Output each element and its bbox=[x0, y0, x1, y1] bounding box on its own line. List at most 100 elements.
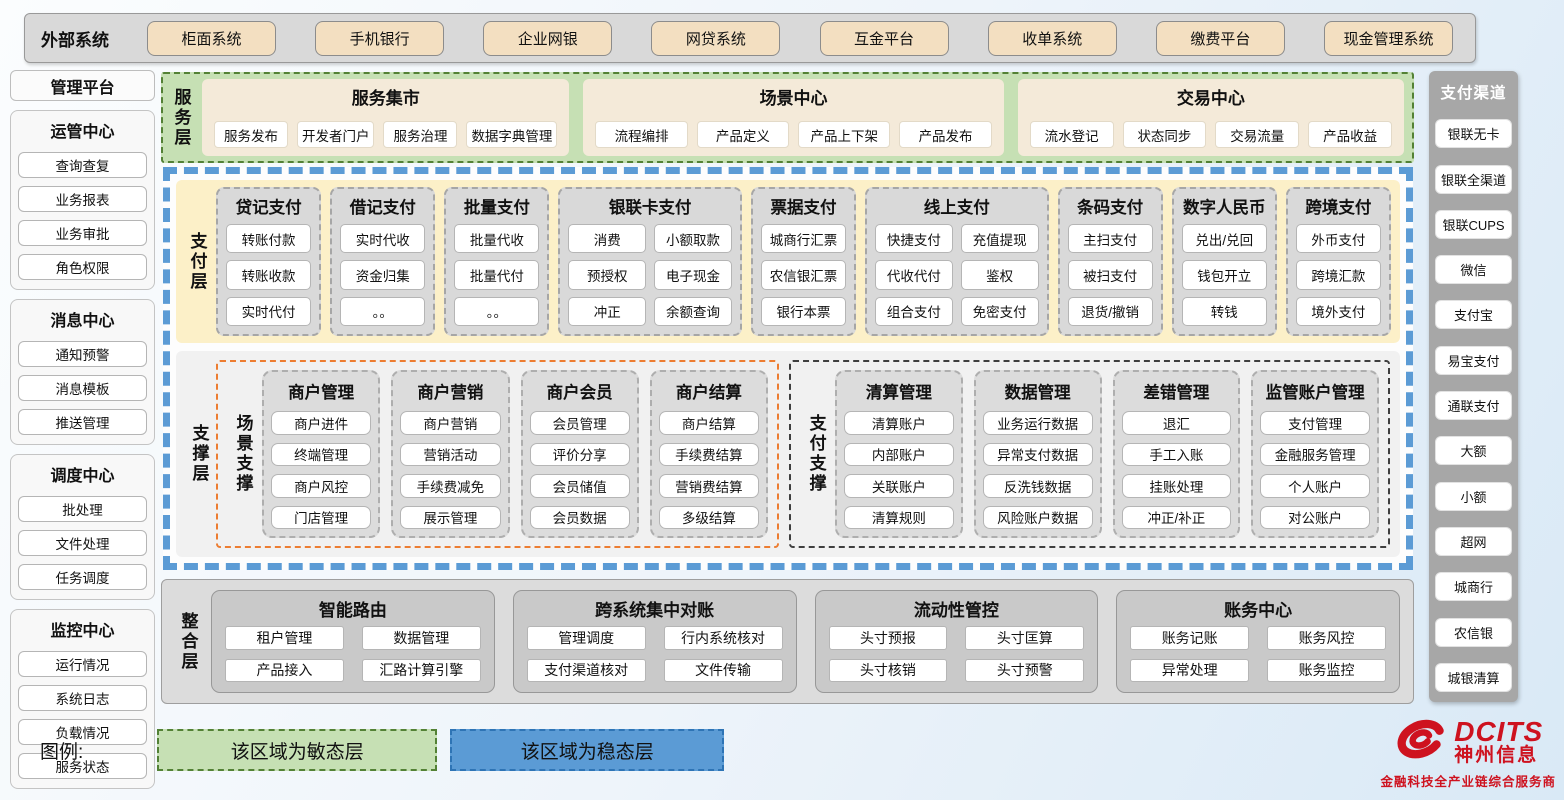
service-item-button[interactable]: 产品发布 bbox=[899, 121, 992, 148]
payment-item-button[interactable]: 退货/撤销 bbox=[1067, 296, 1153, 326]
management-item-button[interactable]: 业务报表 bbox=[18, 186, 147, 212]
support-item-button[interactable]: 退汇 bbox=[1121, 411, 1232, 435]
support-item-button[interactable]: 内部账户 bbox=[844, 442, 954, 466]
integration-item-button[interactable]: 数据管理 bbox=[361, 626, 481, 650]
payment-item-button[interactable]: 快捷支付 bbox=[875, 224, 953, 254]
payment-item-button[interactable]: 外币支付 bbox=[1295, 224, 1381, 254]
integration-item-button[interactable]: 账务风控 bbox=[1267, 626, 1386, 650]
integration-item-button[interactable]: 行内系统核对 bbox=[663, 626, 783, 650]
support-item-button[interactable]: 会员储值 bbox=[529, 474, 630, 498]
service-item-button[interactable]: 服务发布 bbox=[214, 121, 288, 148]
payment-channel-button[interactable]: 城商行 bbox=[1435, 572, 1512, 602]
service-item-button[interactable]: 产品收益 bbox=[1308, 121, 1393, 148]
support-item-button[interactable]: 手续费减免 bbox=[400, 474, 501, 498]
support-item-button[interactable]: 评价分享 bbox=[529, 442, 630, 466]
management-item-button[interactable]: 推送管理 bbox=[18, 409, 147, 435]
payment-channel-button[interactable]: 小额 bbox=[1435, 481, 1512, 511]
payment-item-button[interactable]: 免密支付 bbox=[960, 296, 1039, 326]
management-item-button[interactable]: 文件处理 bbox=[18, 530, 147, 556]
payment-channel-button[interactable]: 银联无卡 bbox=[1435, 119, 1512, 149]
payment-item-button[interactable]: 批量代付 bbox=[454, 260, 540, 290]
external-system-button[interactable]: 互金平台 bbox=[819, 20, 949, 56]
support-item-button[interactable]: 支付管理 bbox=[1260, 411, 1370, 435]
payment-channel-button[interactable]: 微信 bbox=[1435, 255, 1512, 285]
payment-channel-button[interactable]: 农信银 bbox=[1435, 617, 1512, 647]
payment-item-button[interactable]: 境外支付 bbox=[1295, 296, 1381, 326]
payment-item-button[interactable]: 钱包开立 bbox=[1181, 260, 1267, 290]
payment-item-button[interactable]: 跨境汇款 bbox=[1295, 260, 1381, 290]
support-item-button[interactable]: 反洗钱数据 bbox=[982, 474, 1093, 498]
payment-channel-button[interactable]: 易宝支付 bbox=[1435, 345, 1512, 375]
management-item-button[interactable]: 系统日志 bbox=[18, 685, 147, 711]
payment-channel-button[interactable]: 支付宝 bbox=[1435, 300, 1512, 330]
management-item-button[interactable]: 服务状态 bbox=[18, 753, 147, 779]
payment-channel-button[interactable]: 超网 bbox=[1435, 526, 1512, 556]
payment-item-button[interactable]: 实时代付 bbox=[226, 296, 312, 326]
management-item-button[interactable]: 任务调度 bbox=[18, 564, 147, 590]
payment-item-button[interactable]: 转账收款 bbox=[226, 260, 312, 290]
external-system-button[interactable]: 网贷系统 bbox=[651, 20, 781, 56]
support-item-button[interactable]: 清算规则 bbox=[844, 505, 954, 529]
integration-item-button[interactable]: 头寸预警 bbox=[965, 658, 1085, 682]
integration-item-button[interactable]: 租户管理 bbox=[225, 626, 344, 650]
service-item-button[interactable]: 服务治理 bbox=[383, 121, 458, 148]
service-item-button[interactable]: 交易流量 bbox=[1215, 121, 1300, 148]
payment-item-button[interactable]: 充值提现 bbox=[960, 224, 1039, 254]
support-item-button[interactable]: 风险账户数据 bbox=[982, 505, 1093, 529]
integration-item-button[interactable]: 汇路计算引擎 bbox=[361, 658, 481, 682]
support-item-button[interactable]: 个人账户 bbox=[1260, 474, 1370, 498]
service-item-button[interactable]: 产品定义 bbox=[696, 121, 790, 148]
support-item-button[interactable]: 异常支付数据 bbox=[982, 442, 1093, 466]
support-item-button[interactable]: 营销费结算 bbox=[658, 474, 760, 498]
management-item-button[interactable]: 通知预警 bbox=[18, 341, 147, 367]
management-item-button[interactable]: 查询查复 bbox=[18, 152, 147, 178]
management-item-button[interactable]: 角色权限 bbox=[18, 254, 147, 280]
payment-item-button[interactable]: 城商行汇票 bbox=[760, 224, 847, 254]
support-item-button[interactable]: 商户进件 bbox=[271, 411, 372, 435]
payment-item-button[interactable]: 鉴权 bbox=[960, 260, 1039, 290]
integration-item-button[interactable]: 异常处理 bbox=[1130, 658, 1250, 682]
payment-item-button[interactable]: 余额查询 bbox=[654, 296, 732, 326]
payment-channel-button[interactable]: 通联支付 bbox=[1435, 391, 1512, 421]
service-item-button[interactable]: 开发者门户 bbox=[296, 121, 375, 148]
payment-item-button[interactable]: 兑出/兑回 bbox=[1181, 224, 1267, 254]
external-system-button[interactable]: 现金管理系统 bbox=[1323, 20, 1453, 56]
support-item-button[interactable]: 多级结算 bbox=[658, 505, 760, 529]
service-item-button[interactable]: 流水登记 bbox=[1029, 121, 1114, 148]
external-system-button[interactable]: 柜面系统 bbox=[147, 20, 276, 56]
integration-item-button[interactable]: 头寸核销 bbox=[828, 658, 948, 682]
payment-channel-button[interactable]: 城银清算 bbox=[1435, 662, 1512, 692]
integration-item-button[interactable]: 头寸预报 bbox=[828, 626, 948, 650]
support-item-button[interactable]: 门店管理 bbox=[271, 505, 372, 529]
payment-item-button[interactable]: 冲正 bbox=[568, 296, 647, 326]
payment-item-button[interactable]: 。。 bbox=[454, 296, 540, 326]
support-item-button[interactable]: 商户结算 bbox=[658, 411, 760, 435]
support-item-button[interactable]: 业务运行数据 bbox=[982, 411, 1093, 435]
payment-item-button[interactable]: 实时代收 bbox=[340, 224, 426, 254]
support-item-button[interactable]: 冲正/补正 bbox=[1121, 505, 1232, 529]
support-item-button[interactable]: 商户风控 bbox=[271, 474, 372, 498]
management-item-button[interactable]: 批处理 bbox=[18, 496, 147, 522]
payment-item-button[interactable]: 资金归集 bbox=[340, 260, 426, 290]
payment-item-button[interactable]: 转账付款 bbox=[226, 224, 312, 254]
payment-item-button[interactable]: 主扫支付 bbox=[1067, 224, 1153, 254]
management-item-button[interactable]: 业务审批 bbox=[18, 220, 147, 246]
payment-channel-button[interactable]: 银联全渠道 bbox=[1435, 164, 1512, 194]
support-item-button[interactable]: 商户营销 bbox=[400, 411, 501, 435]
support-item-button[interactable]: 展示管理 bbox=[400, 505, 501, 529]
external-system-button[interactable]: 收单系统 bbox=[987, 20, 1117, 56]
external-system-button[interactable]: 手机银行 bbox=[315, 20, 445, 56]
support-item-button[interactable]: 手续费结算 bbox=[658, 442, 760, 466]
payment-item-button[interactable]: 预授权 bbox=[568, 260, 647, 290]
payment-item-button[interactable]: 农信银汇票 bbox=[760, 260, 847, 290]
service-item-button[interactable]: 数据字典管理 bbox=[466, 121, 558, 148]
integration-item-button[interactable]: 头寸匡算 bbox=[965, 626, 1085, 650]
external-system-button[interactable]: 企业网银 bbox=[483, 20, 613, 56]
support-item-button[interactable]: 会员数据 bbox=[529, 505, 630, 529]
payment-channel-button[interactable]: 大额 bbox=[1435, 436, 1512, 466]
support-item-button[interactable]: 对公账户 bbox=[1260, 505, 1370, 529]
integration-item-button[interactable]: 账务监控 bbox=[1267, 658, 1386, 682]
payment-item-button[interactable]: 小额取款 bbox=[654, 224, 732, 254]
management-item-button[interactable]: 运行情况 bbox=[18, 651, 147, 677]
support-item-button[interactable]: 挂账处理 bbox=[1121, 474, 1232, 498]
